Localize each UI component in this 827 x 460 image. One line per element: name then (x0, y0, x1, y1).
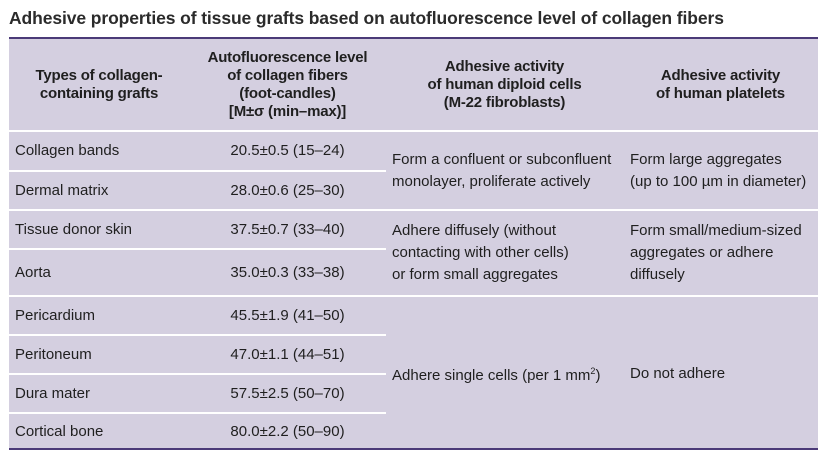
row-divider (9, 130, 818, 132)
table-row: Pericardium (15, 297, 189, 334)
row-divider (9, 334, 386, 336)
graft-type: Tissue donor skin (15, 220, 132, 238)
platelet-activity-group-3: Do not adhere (630, 364, 726, 382)
header-fibroblast-activity: Adhesive activity of human diploid cells… (427, 58, 582, 111)
platelet-activity-group-2: Form small/medium-sized aggregates or ad… (630, 222, 802, 283)
header-platelet-activity: Adhesive activity of human platelets (656, 67, 785, 102)
graft-type: Aorta (15, 263, 51, 281)
table-row: Aorta (15, 250, 189, 295)
autofluorescence-value: 57.5±2.5 (50–70) (230, 384, 345, 402)
autofluorescence-value: 80.0±2.2 (50–90) (230, 423, 345, 440)
row-divider (9, 170, 386, 172)
row-divider (9, 373, 386, 375)
table-row: Cortical bone (15, 414, 189, 450)
table-row: Collagen bands (15, 132, 189, 170)
autofluorescence-value: 47.0±1.1 (44–51) (230, 345, 345, 363)
table-row: Dermal matrix (15, 172, 189, 209)
graft-type: Collagen bands (15, 142, 120, 159)
graft-type: Dermal matrix (15, 181, 109, 199)
fibroblast-activity-group-2: Adhere diffusely (without contacting wit… (392, 222, 569, 283)
autofluorescence-value: 28.0±0.6 (25–30) (230, 181, 345, 199)
fibroblast-activity-group-3: Adhere single cells (per 1 mm2) (392, 366, 601, 384)
graft-type: Cortical bone (15, 423, 104, 440)
table-row: Tissue donor skin (15, 211, 189, 248)
adhesive-properties-table: Types of collagen- containing grafts Aut… (9, 37, 818, 450)
graft-type: Pericardium (15, 306, 96, 324)
graft-type: Dura mater (15, 384, 91, 402)
fibroblast-activity-group-1: Form a confluent or subconfluent monolay… (392, 150, 612, 190)
graft-type: Peritoneum (15, 345, 92, 363)
row-divider (9, 209, 818, 211)
autofluorescence-value: 45.5±1.9 (41–50) (230, 306, 345, 324)
autofluorescence-value: 20.5±0.5 (15–24) (230, 142, 345, 159)
row-divider (9, 412, 386, 414)
autofluorescence-value: 37.5±0.7 (33–40) (230, 220, 345, 238)
row-divider (9, 248, 386, 250)
platelet-activity-group-1: Form large aggregates (up to 100 µm in d… (630, 150, 807, 190)
row-divider (9, 295, 818, 297)
autofluorescence-value: 35.0±0.3 (33–38) (230, 263, 345, 281)
table-row: Peritoneum (15, 336, 189, 373)
table-row: Dura mater (15, 375, 189, 412)
table-title: Adhesive properties of tissue grafts bas… (9, 8, 724, 28)
header-graft-type: Types of collagen- containing grafts (35, 67, 163, 102)
header-autofluorescence: Autofluorescence level of collagen fiber… (207, 49, 368, 120)
